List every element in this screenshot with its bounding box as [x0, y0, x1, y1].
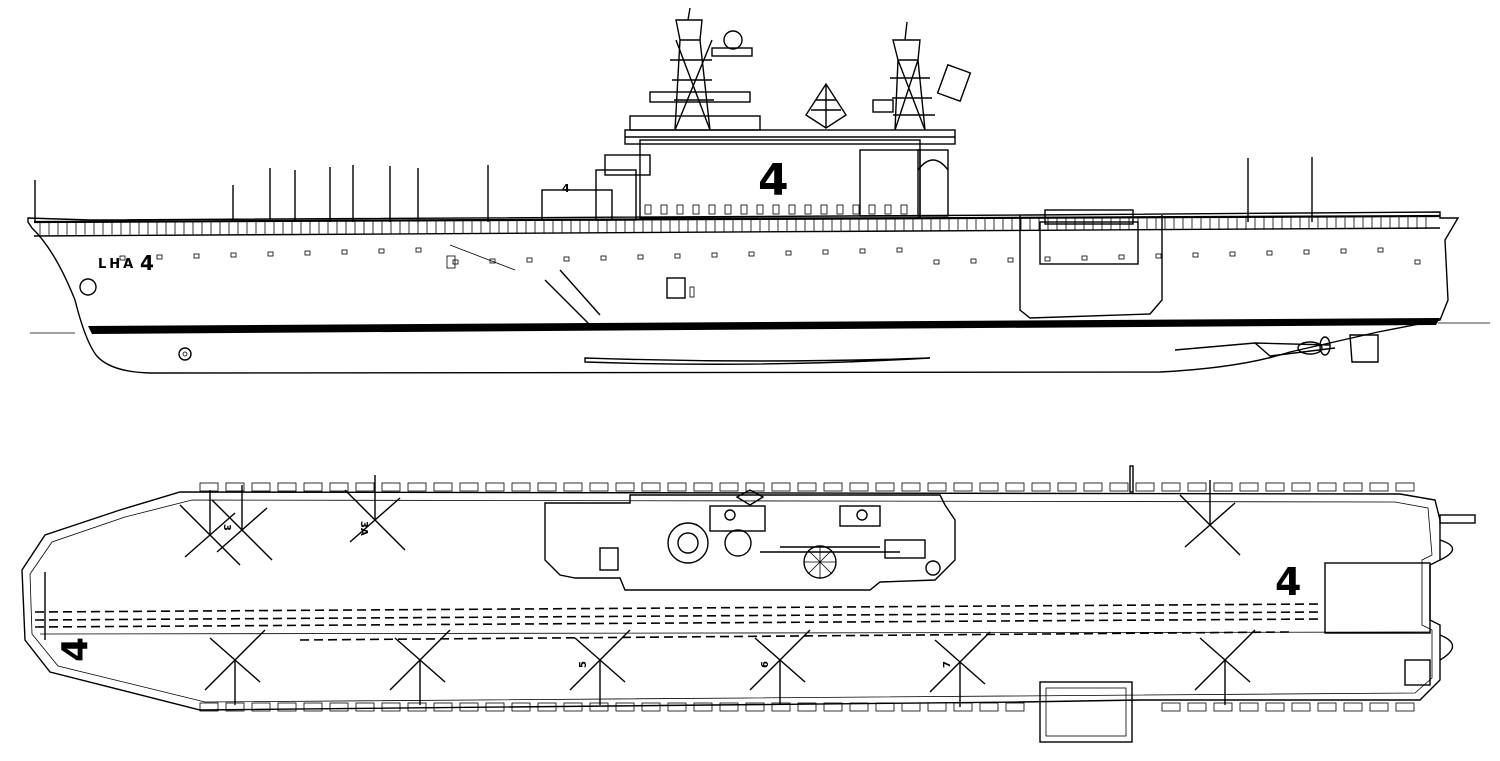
stern-elevator-opening	[1039, 221, 1139, 265]
deck-centerline-markings	[34, 572, 1431, 641]
deck-plan-view: 4 4 3 3A 5 6 7	[21, 465, 1476, 743]
landing-spot	[204, 629, 266, 705]
stern-fittings	[1129, 465, 1476, 686]
landing-spot	[1179, 480, 1241, 556]
diamond-antenna	[805, 82, 847, 129]
landing-spot	[389, 629, 451, 705]
landing-spot-markings	[179, 475, 1256, 707]
small-hull-marking: 4	[562, 182, 570, 195]
spot-label-6: 6	[760, 661, 771, 668]
landing-spot	[211, 485, 273, 561]
hull-outline	[27, 211, 1460, 374]
landing-spot	[1194, 629, 1256, 705]
deck-stern-elevator	[1039, 681, 1133, 743]
stern-sponson	[1019, 215, 1163, 319]
landing-spot	[929, 631, 991, 707]
landing-spot	[179, 490, 241, 566]
island-hull-number: 4	[758, 155, 789, 206]
waterline-marks	[30, 322, 1490, 334]
island-superstructure: 4 4	[541, 7, 972, 221]
spot-label-5: 5	[578, 661, 589, 668]
landing-spot	[569, 629, 631, 705]
anchor-hawse	[79, 278, 97, 296]
bow-hull-marking: LHA	[98, 257, 136, 272]
aft-mast	[890, 21, 935, 131]
deck-aft-elevator	[1324, 562, 1431, 634]
spot-label-3a: 3A	[358, 521, 369, 536]
deck-edge-catwalks	[199, 482, 1415, 712]
landing-spot	[344, 475, 406, 551]
spot-label-3: 3	[221, 524, 232, 531]
landing-spot	[749, 629, 811, 705]
deck-bow-number: 4	[55, 637, 96, 662]
rudder-and-propeller	[1174, 334, 1379, 363]
spot-label-7: 7	[942, 661, 953, 668]
bow-hull-number: 4	[140, 251, 154, 275]
flight-deck-gallery	[33, 214, 1441, 237]
side-profile-view: 4 4 LHA 4	[27, 7, 1490, 374]
boot-topping-band	[88, 318, 1440, 334]
forward-mast	[670, 7, 714, 131]
island-plan	[544, 489, 956, 591]
deck-stern-number: 4	[1275, 560, 1301, 604]
hull-side-details	[119, 244, 1421, 365]
deck-antenna-masts	[34, 157, 1313, 222]
